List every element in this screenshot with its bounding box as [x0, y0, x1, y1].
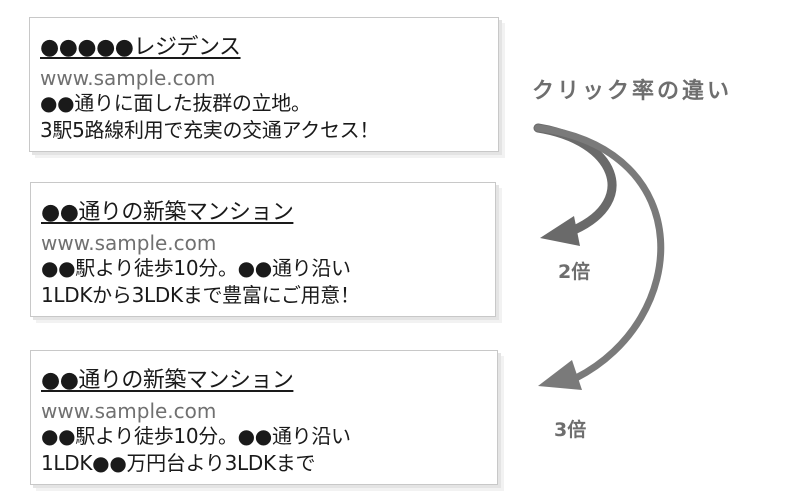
multiplier-label-2x: 2倍 — [558, 261, 591, 283]
ad-card-1: ●●●●●レジデンス www.sample.com ●●通りに面した抜群の立地。… — [29, 17, 499, 152]
ad-title-link[interactable]: ●●●●●レジデンス — [40, 35, 241, 60]
ad-description-line-1: ●●駅より徒歩10分。●●通り沿い — [41, 424, 351, 448]
ad-title-link[interactable]: ●●通りの新築マンション — [41, 368, 294, 393]
arrowhead-icon — [540, 216, 580, 246]
ad-description-line-2: 1LDK●●万円台より3LDKまで — [41, 451, 316, 475]
ad-card-3: ●●通りの新築マンション www.sample.com ●●駅より徒歩10分。●… — [30, 350, 498, 485]
ad-description-line-1: ●●駅より徒歩10分。●●通り沿い — [41, 256, 351, 280]
ad-card-2: ●●通りの新築マンション www.sample.com ●●駅より徒歩10分。●… — [30, 182, 496, 317]
ad-title-link[interactable]: ●●通りの新築マンション — [41, 200, 294, 225]
multiplier-label-3x: 3倍 — [554, 419, 587, 441]
arrow-to-ad-3 — [534, 124, 665, 390]
ad-url: www.sample.com — [40, 66, 216, 90]
ad-description-line-1: ●●通りに面した抜群の立地。 — [40, 91, 311, 115]
ad-description-line-2: 3駅5路線利用で充実の交通アクセス！ — [40, 118, 380, 142]
ad-url: www.sample.com — [41, 231, 217, 255]
ad-url: www.sample.com — [41, 399, 217, 423]
comparison-heading: クリック率の違い — [532, 79, 733, 104]
arrowhead-icon — [538, 360, 582, 390]
ad-description-line-2: 1LDKから3LDKまで豊富にご用意！ — [41, 283, 360, 307]
